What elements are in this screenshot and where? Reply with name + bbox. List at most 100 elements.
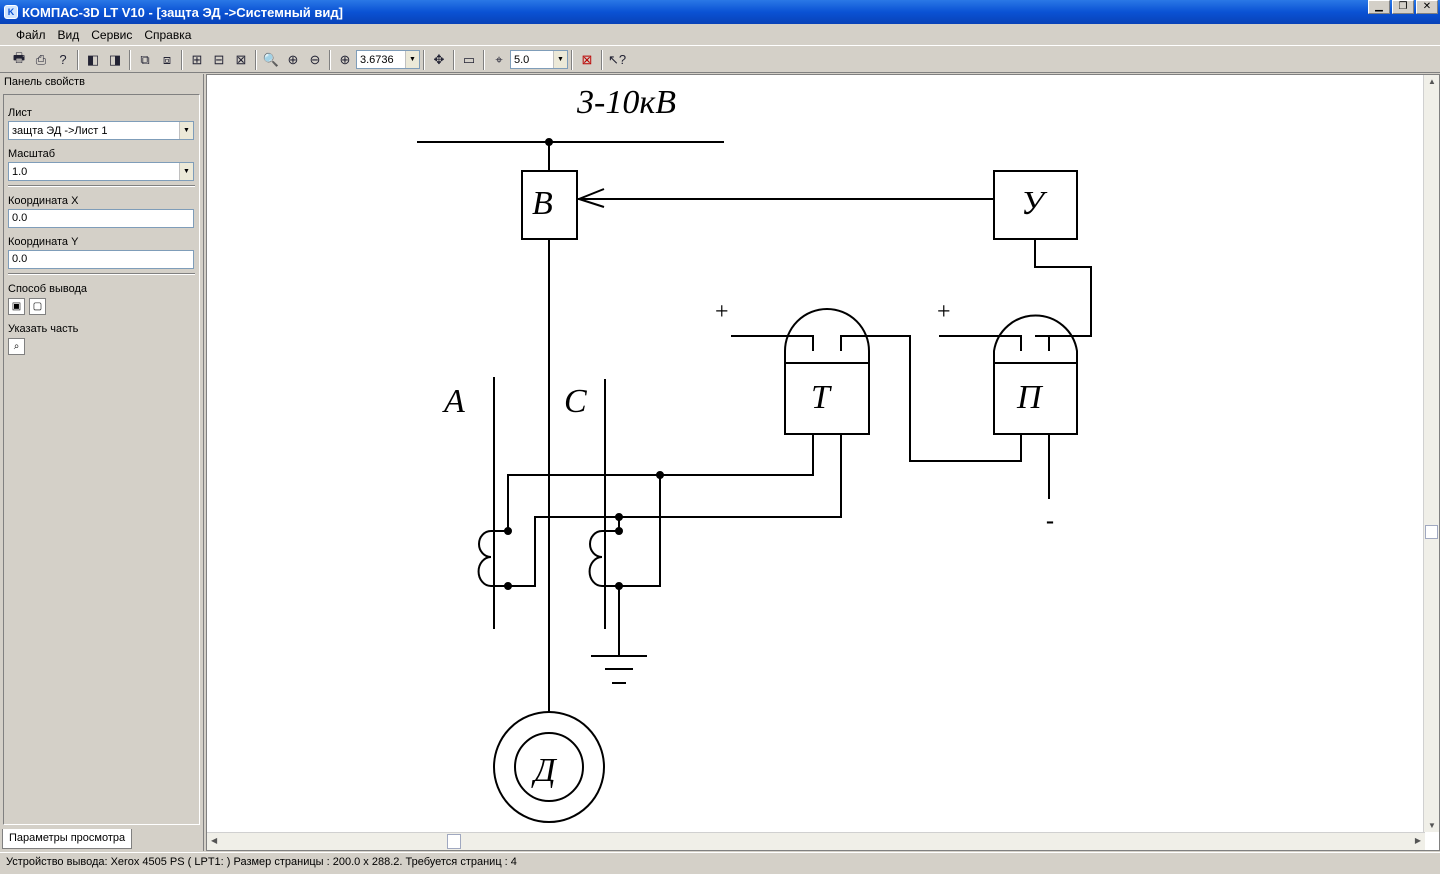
toolbar-separator — [77, 49, 79, 70]
zoom-scale-icon[interactable]: ⊕ — [339, 51, 351, 67]
drawing-canvas[interactable]: 3-10кВ В У Т П А С Д + + - ▲ ▼ ◀ ▶ — [206, 74, 1440, 851]
page-prev-icon[interactable]: ◧ — [86, 51, 100, 67]
scroll-right-icon[interactable]: ▶ — [1414, 836, 1421, 845]
output-label: Способ вывода — [8, 283, 87, 295]
menu-file[interactable]: Файл — [16, 27, 46, 42]
relay-p-label: П — [1016, 379, 1044, 416]
pan-icon[interactable]: ✥ — [433, 51, 445, 67]
horizontal-scroll-thumb[interactable] — [447, 834, 461, 849]
voltage-label: 3-10кВ — [576, 84, 676, 121]
horizontal-scrollbar[interactable]: ◀ ▶ — [207, 832, 1425, 850]
print-all-icon[interactable]: ⎙ — [35, 51, 47, 67]
close-button[interactable]: ✕ — [1416, 0, 1438, 14]
chevron-down-icon[interactable]: ▼ — [405, 51, 419, 68]
divider — [8, 273, 195, 275]
ct-coil-a — [477, 530, 508, 587]
output-mode-1-icon[interactable]: ▣ — [8, 298, 25, 315]
page-frame-icon[interactable]: ▭ — [462, 51, 476, 67]
toolbar-separator — [423, 49, 425, 70]
title-bar: K КОМПАС-3D LT V10 - [защта ЭД ->Системн… — [0, 0, 1440, 24]
ct-wire — [508, 434, 842, 587]
output-mode-2-icon[interactable]: ▢ — [29, 298, 46, 315]
chevron-down-icon[interactable]: ▼ — [553, 51, 567, 68]
step-value: 5.0 — [514, 53, 530, 66]
paste-sheet-icon[interactable]: ⧈ — [162, 51, 172, 67]
toolbar-separator — [129, 49, 131, 70]
relay-t-contact — [731, 335, 814, 351]
toolbar-separator — [483, 49, 485, 70]
minimize-button[interactable]: ▁ — [1368, 0, 1390, 14]
window-title: КОМПАС-3D LT V10 - [защта ЭД ->Системный… — [22, 4, 343, 20]
close-preview-icon[interactable]: ⊠ — [581, 51, 593, 67]
select-part-icon[interactable]: ⌕ — [8, 338, 25, 355]
motor-label: Д — [531, 752, 558, 789]
relay-t-contact — [840, 335, 1022, 462]
scale-select[interactable]: 1.0 ▼ — [8, 162, 194, 181]
plus-label: + — [715, 299, 729, 325]
coord-y-label: Координата Y — [8, 236, 79, 248]
relay-t-label: Т — [811, 379, 832, 416]
help-page-icon[interactable]: ? — [59, 52, 67, 67]
coord-x-label: Координата X — [8, 195, 79, 207]
minus-label: - — [1046, 508, 1054, 534]
junction-dot — [504, 582, 512, 590]
sheet-select[interactable]: защта ЭД ->Лист 1 ▼ — [8, 121, 194, 140]
motor-inner-circle — [514, 732, 584, 802]
zoom-out-icon[interactable]: ⊖ — [309, 51, 321, 67]
scroll-left-icon[interactable]: ◀ — [211, 836, 218, 845]
context-help-icon[interactable]: ↖? — [607, 51, 627, 67]
kompas-app-icon: K — [4, 5, 18, 19]
page-next-icon[interactable]: ◨ — [108, 51, 122, 67]
step-combo[interactable]: 5.0 ▼ — [510, 50, 568, 69]
layout-3-icon[interactable]: ⊠ — [235, 51, 247, 67]
scroll-down-icon[interactable]: ▼ — [1428, 821, 1436, 830]
relay-p-contact — [1048, 335, 1091, 351]
panel-title: Панель свойств — [4, 76, 85, 88]
coord-x-field[interactable]: 0.0 — [8, 209, 194, 228]
sheet-value: защта ЭД ->Лист 1 — [12, 124, 108, 137]
tab-view-params[interactable]: Параметры просмотра — [2, 829, 133, 849]
toolbar-separator — [453, 49, 455, 70]
motor-outer-circle — [493, 711, 605, 823]
plus-label: + — [937, 299, 951, 325]
zoom-combo[interactable]: 3.6736 ▼ — [356, 50, 420, 69]
junction-dot — [615, 513, 623, 521]
menu-help[interactable]: Справка — [144, 27, 192, 42]
relay-p-contact — [939, 335, 1022, 351]
panel-body: Лист защта ЭД ->Лист 1 ▼ Масштаб 1.0 ▼ К… — [3, 94, 200, 825]
relay-p-body — [993, 314, 1078, 435]
scale-value: 1.0 — [12, 165, 28, 178]
vertical-scrollbar[interactable]: ▲ ▼ — [1423, 75, 1439, 832]
chevron-down-icon[interactable]: ▼ — [179, 163, 193, 180]
zoom-icon[interactable]: 🔍 — [262, 51, 280, 67]
move-sheet-icon[interactable]: ⌖ — [495, 51, 503, 67]
phase-c-label: С — [564, 383, 587, 420]
coord-y-field[interactable]: 0.0 — [8, 250, 194, 269]
breaker-label: В — [532, 185, 553, 222]
copy-sheet-icon[interactable]: ⧉ — [140, 51, 150, 67]
zoom-value: 3.6736 — [360, 53, 394, 66]
wire — [1034, 239, 1092, 337]
chevron-down-icon[interactable]: ▼ — [179, 122, 193, 139]
arrow-head — [576, 188, 605, 208]
menu-service[interactable]: Сервис — [91, 27, 133, 42]
menu-view[interactable]: Вид — [57, 27, 80, 42]
properties-panel: Панель свойств Лист защта ЭД ->Лист 1 ▼ … — [0, 74, 204, 851]
menu-bar: Файл Вид Сервис Справка — [0, 24, 1440, 46]
layout-1-icon[interactable]: ⊞ — [191, 51, 203, 67]
layout-2-icon[interactable]: ⊟ — [213, 51, 225, 67]
toolbar-separator — [181, 49, 183, 70]
phase-a-label: А — [442, 383, 465, 420]
toolbar: 🖶 ⎙ ? ◧ ◨ ⧉ ⧈ ⊞ ⊟ ⊠ 🔍 ⊕ ⊖ ⊕ 3.6736 ▼ ✥ ▭… — [0, 47, 1440, 73]
ct-wire — [619, 475, 661, 587]
junction-dot — [615, 527, 623, 535]
zoom-in-icon[interactable]: ⊕ — [287, 51, 299, 67]
toolbar-separator — [255, 49, 257, 70]
restore-button[interactable]: ❐ — [1392, 0, 1414, 14]
print-icon[interactable]: 🖶 — [12, 49, 26, 65]
toolbar-separator — [571, 49, 573, 70]
vertical-scroll-thumb[interactable] — [1425, 525, 1438, 539]
status-bar: Устройство вывода: Xerox 4505 PS ( LPT1:… — [0, 852, 1440, 874]
scroll-up-icon[interactable]: ▲ — [1428, 77, 1436, 86]
toolbar-separator — [329, 49, 331, 70]
